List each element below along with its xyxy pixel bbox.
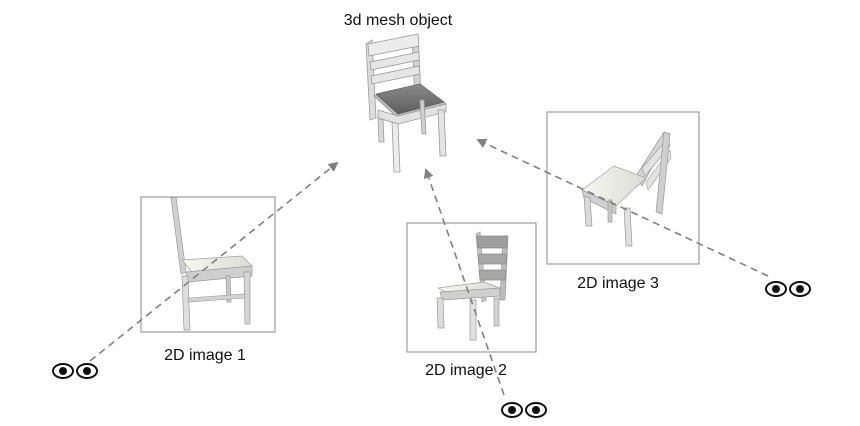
mesh-object-title: 3d mesh object — [344, 12, 453, 29]
image-frame-3 — [546, 111, 700, 265]
image-frame-2 — [406, 222, 537, 353]
view-ray-3 — [476, 138, 769, 277]
view-ray-1 — [89, 161, 339, 362]
eyes-icon — [765, 281, 811, 297]
image-label-3: 2D image 3 — [577, 275, 659, 292]
eyes-icon — [52, 363, 98, 379]
image-frame-1 — [140, 196, 276, 333]
mesh-chair — [365, 33, 447, 173]
chair-rear-view — [436, 231, 509, 341]
eyes-icon — [501, 402, 547, 418]
image-label-1: 2D image 1 — [164, 347, 246, 364]
image-label-2: 2D image 2 — [425, 362, 507, 379]
view-ray-2 — [423, 168, 505, 396]
chair-side-view — [170, 196, 253, 331]
chair-front-angle-view — [581, 131, 672, 247]
